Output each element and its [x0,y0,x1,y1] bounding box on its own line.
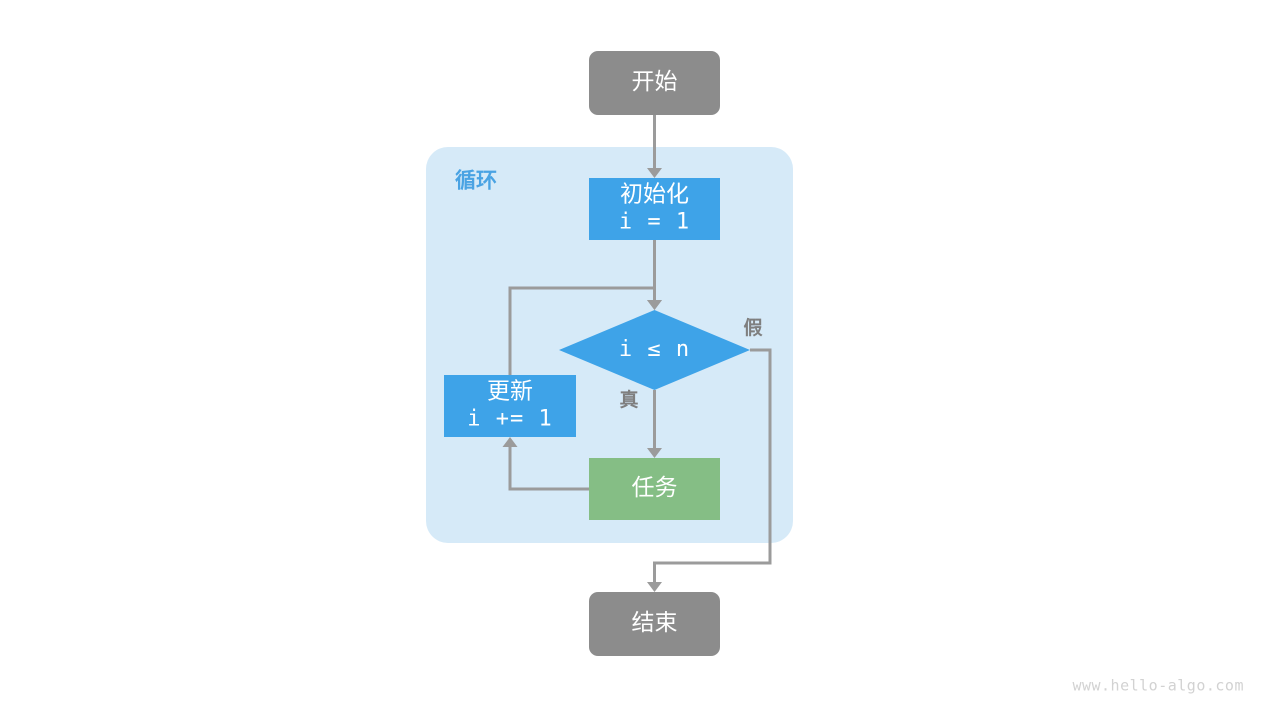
edge-task-to-update [508,443,589,491]
node-label-end-line1: 结束 [632,609,678,635]
arrowhead-condition-true-to-task [647,448,662,458]
node-label-update-line2: i += 1 [467,407,552,432]
node-end[interactable]: 结束 [589,592,720,656]
branch-labels-layer: 真假 [619,316,762,411]
edge-condition-false-to-end [653,348,772,586]
loop-group-label: 循环 [455,169,497,193]
node-shape-task [589,458,720,520]
edge-update-to-condition [508,286,656,375]
node-task[interactable]: 任务 [589,458,720,520]
branch-label-false-label: 假 [743,316,762,339]
arrowhead-start-to-init [647,168,662,178]
node-label-start-line1: 开始 [632,68,678,94]
node-label-update-line1: 更新 [487,378,533,404]
node-shape-end [589,592,720,656]
edges-layer [502,115,772,592]
node-init[interactable]: 初始化 i = 1 [589,178,720,240]
node-shape-update [444,375,576,437]
node-label-init-line1: 初始化 [620,181,689,207]
arrowhead-task-to-update [502,437,518,447]
node-shape-condition [559,310,750,390]
arrowhead-condition-false-to-end [647,582,662,592]
node-label-condition-line1: i ≤ n [619,337,690,362]
node-shape-start [589,51,720,115]
node-update[interactable]: 更新 i += 1 [444,375,576,437]
node-label-init-line2: i = 1 [619,210,690,235]
node-start[interactable]: 开始 [589,51,720,115]
node-label-task-line1: 任务 [632,474,678,500]
watermark-text: www.hello-algo.com [1072,677,1244,695]
arrowhead-update-to-condition [647,300,662,310]
node-condition[interactable]: i ≤ n [559,310,750,390]
node-shape-init [589,178,720,240]
branch-label-true-label: 真 [619,388,638,411]
